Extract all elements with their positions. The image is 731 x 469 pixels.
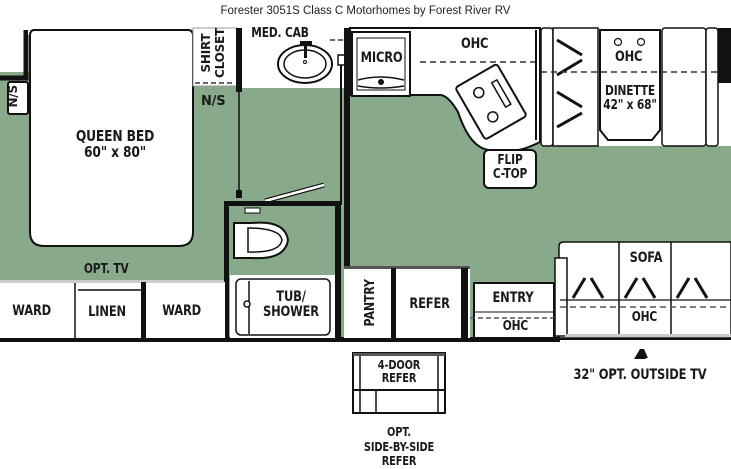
label-ward-left: WARD: [12, 303, 51, 319]
sofa: [554, 241, 731, 339]
label-nightstand-center: N/S: [201, 94, 226, 109]
shirt-closet: [192, 27, 242, 92]
label-refer: REFER: [409, 296, 450, 312]
opt-side-by-side-refer: [352, 352, 446, 414]
label-tub-shower: TUB/ SHOWER: [262, 289, 319, 320]
label-queen-bed: QUEEN BED 60" x 80": [75, 127, 155, 161]
label-ohc-dinette: OHC: [614, 49, 643, 65]
label-pantry: PANTRY: [363, 279, 379, 327]
pantry-refer: [344, 266, 470, 338]
dinette-table: [599, 29, 661, 141]
label-sofa: SOFA: [629, 250, 663, 266]
kitchen-counter: [349, 27, 541, 189]
label-entry: ENTRY: [492, 290, 534, 306]
label-microwave: MICRO: [360, 50, 403, 66]
bath-sink-area: [242, 28, 350, 338]
label-flip-c-top: FLIP C-TOP: [492, 153, 528, 182]
label-ohc-sofa: OHC: [631, 310, 658, 325]
kitchen-sink: [455, 63, 527, 140]
nightstand-left: [7, 81, 29, 115]
queen-bed: [29, 29, 194, 247]
label-shirt-closet: SHIRT CLOSET: [199, 27, 227, 79]
page-title: Forester 3051S Class C Motorhomes by For…: [220, 5, 511, 17]
toilet-room: [224, 92, 341, 339]
label-ohc-kitchen: OHC: [460, 36, 489, 52]
label-opt-tv: OPT. TV: [83, 262, 129, 277]
label-linen: LINEN: [88, 304, 126, 320]
label-outside-tv: 32" OPT. OUTSIDE TV: [573, 367, 707, 383]
bedroom: [0, 29, 194, 247]
label-nightstand-left: N/S: [5, 85, 20, 108]
label-ohc-entry: OHC: [502, 319, 529, 334]
flip-c-top: [483, 149, 537, 189]
label-opt-side-by-side-refer: OPT. SIDE-BY-SIDE REFER: [363, 425, 435, 468]
dinette: [540, 27, 731, 147]
entry: [470, 282, 555, 339]
label-four-door-refer: 4-DOOR REFER: [377, 358, 421, 385]
label-dinette: DINETTE 42" x 68": [603, 84, 657, 113]
label-ward-right: WARD: [162, 303, 201, 319]
label-med-cab: MED. CAB: [251, 26, 309, 41]
wardrobes: [0, 280, 225, 338]
tub-shower: [230, 275, 335, 338]
